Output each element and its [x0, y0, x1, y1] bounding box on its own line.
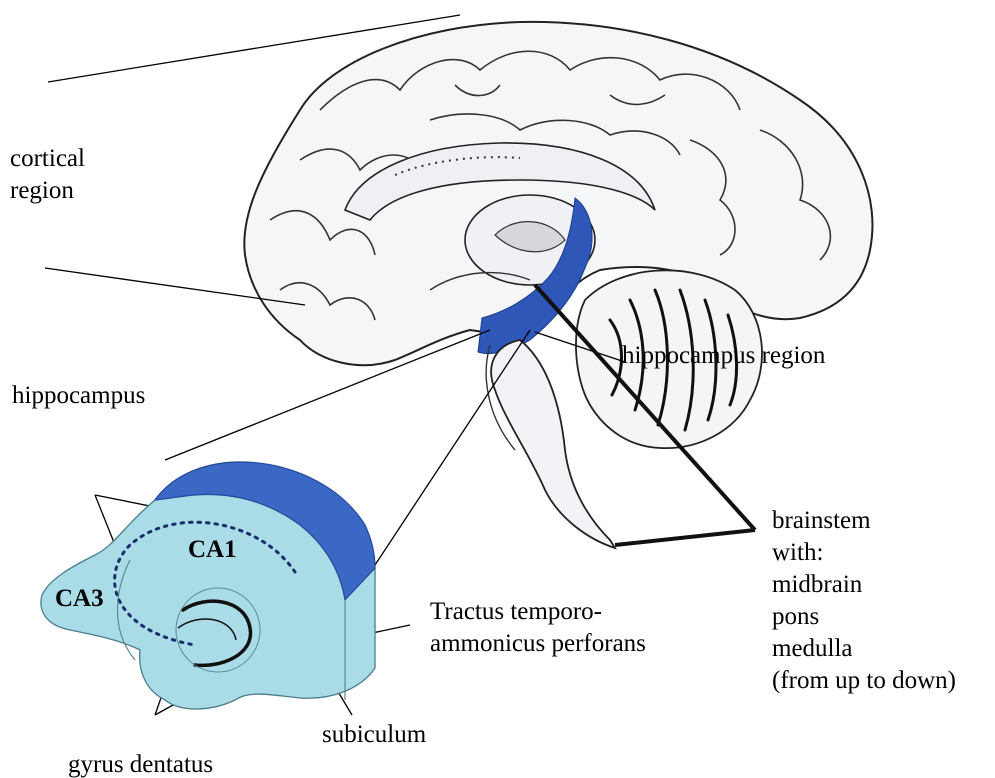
- hippocampus-label: hippocampus: [12, 382, 145, 409]
- brainstem-label-3: midbrain: [772, 571, 863, 598]
- brainstem-label-2: with:: [772, 539, 823, 566]
- subiculum-label: subiculum: [322, 721, 427, 748]
- tractus-label-1: Tractus temporo-: [430, 598, 602, 625]
- brainstem-label-1: brainstem: [772, 507, 871, 534]
- brainstem-label-5: medulla: [772, 635, 853, 662]
- brain-illustration: [244, 22, 872, 548]
- tractus-label-2: ammonicus perforans: [430, 630, 646, 657]
- cortical-region-label-1: cortical: [10, 145, 85, 172]
- cortical-region-label-2: region: [10, 177, 74, 204]
- brainstem-label-4: pons: [772, 603, 819, 630]
- hippocampus-region-label: hippocampus region: [622, 342, 826, 369]
- brainstem-label-6: (from up to down): [772, 667, 956, 694]
- gyrus-dentatus-label: gyrus dentatus: [68, 751, 213, 778]
- ca1-label: CA1: [188, 536, 237, 563]
- ca3-label: CA3: [55, 585, 104, 612]
